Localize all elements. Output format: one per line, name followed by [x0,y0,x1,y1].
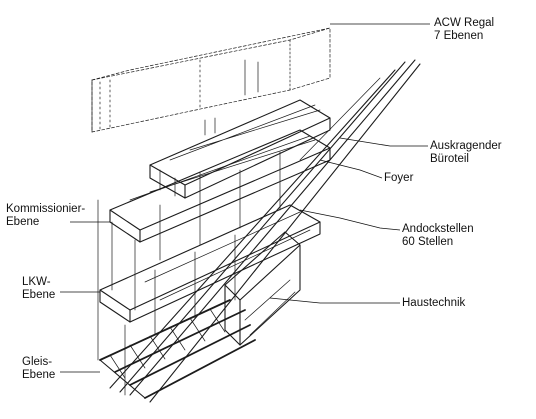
lkw-deck [99,204,321,336]
haustechnik-box [224,231,301,346]
acw-regal-block [91,27,331,136]
kommissionier-deck [109,129,331,261]
leader-andock [299,209,401,231]
gleis-level [99,299,256,399]
leader-lines [60,23,430,373]
office-slab [149,99,331,199]
label-andockstellen: Andockstellen 60 Stellen [402,223,474,248]
label-foyer: Foyer [384,172,414,184]
label-acw-regal: ACW Regal 7 Ebenen [434,17,495,42]
leader-kragend [339,137,428,147]
leader-haustechnik [269,297,400,304]
label-auskragender-bueroteil: Auskragender Büroteil [430,140,502,165]
leader-foyer [319,159,383,179]
label-gleis-ebene: Gleis- Ebene [22,356,56,381]
gleis-ties [109,308,226,379]
label-kommissionier-ebene: Kommissionier- Ebene [6,203,86,228]
label-haustechnik: Haustechnik [402,297,466,309]
rail-lines [109,59,421,403]
label-lkw-ebene: LKW- Ebene [22,276,56,301]
columns [97,199,136,396]
